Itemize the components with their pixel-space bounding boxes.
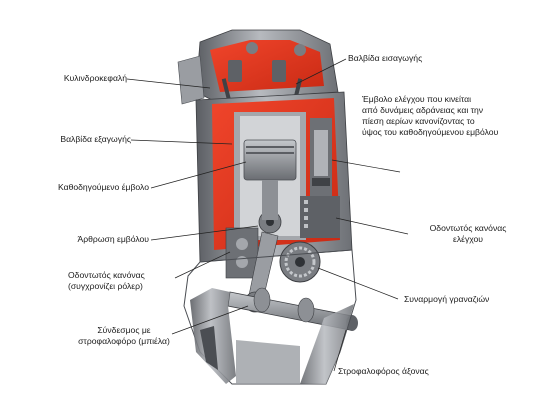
- label-control-piston-line-2: από δυνάμεις αδράνειας και την: [362, 105, 484, 115]
- label-crank-link-line-1: Σύνδεσμος με: [97, 325, 151, 335]
- control-rack: [300, 196, 340, 238]
- label-synchronizing-rack-line-2: (συγχρονίζει ρόλερ): [68, 281, 143, 291]
- gear-mesh: [279, 241, 321, 283]
- piston-joint: [258, 180, 282, 234]
- label-intake-valve: Βαλβίδα εισαγωγής: [348, 53, 423, 63]
- label-control-rack: Οδοντωτός κανόνας ελέγχου: [408, 223, 528, 245]
- label-synchronizing-rack: Οδοντωτός κανόνας (συγχρονίζει ρόλερ): [68, 270, 145, 292]
- label-guided-piston: Καθοδηγούμενο έμβολο: [57, 182, 149, 192]
- label-crank-link: Σύνδεσμος με στροφαλοφόρο (μπιέλα): [64, 325, 184, 347]
- label-crankshaft: Στροφαλοφόρος άξονας: [338, 366, 429, 376]
- synchronizing-rack: [225, 227, 259, 279]
- label-piston-joint: Άρθρωση εμβόλου: [77, 234, 149, 244]
- label-control-rack-line-2: ελέγχου: [452, 234, 483, 244]
- label-synchronizing-rack-line-1: Οδοντωτός κανόνας: [68, 270, 145, 280]
- label-exhaust-valve: Βαλβίδα εξαγωγής: [60, 134, 131, 144]
- label-control-piston-line-4: ύψος του καθοδηγούμενου εμβόλου: [362, 127, 499, 137]
- cylinder-head: [177, 29, 339, 105]
- label-crank-link-line-2: στροφαλοφόρο (μπιέλα): [78, 336, 170, 346]
- label-control-rack-line-1: Οδοντωτός κανόνας: [429, 223, 507, 233]
- guided-piston: [243, 139, 297, 181]
- label-control-piston-line-1: Έμβολο ελέγχου που κινείται: [362, 94, 472, 104]
- label-cylinder-head: Κυλινδροκεφαλή: [63, 73, 127, 83]
- label-control-piston-line-3: πίεση αερίων κανονίζοντας το: [362, 116, 475, 126]
- label-control-piston: Έμβολο ελέγχου που κινείται από δυνάμεις…: [362, 94, 498, 138]
- label-gear-mesh: Συναρμογή γραναζιών: [404, 294, 490, 304]
